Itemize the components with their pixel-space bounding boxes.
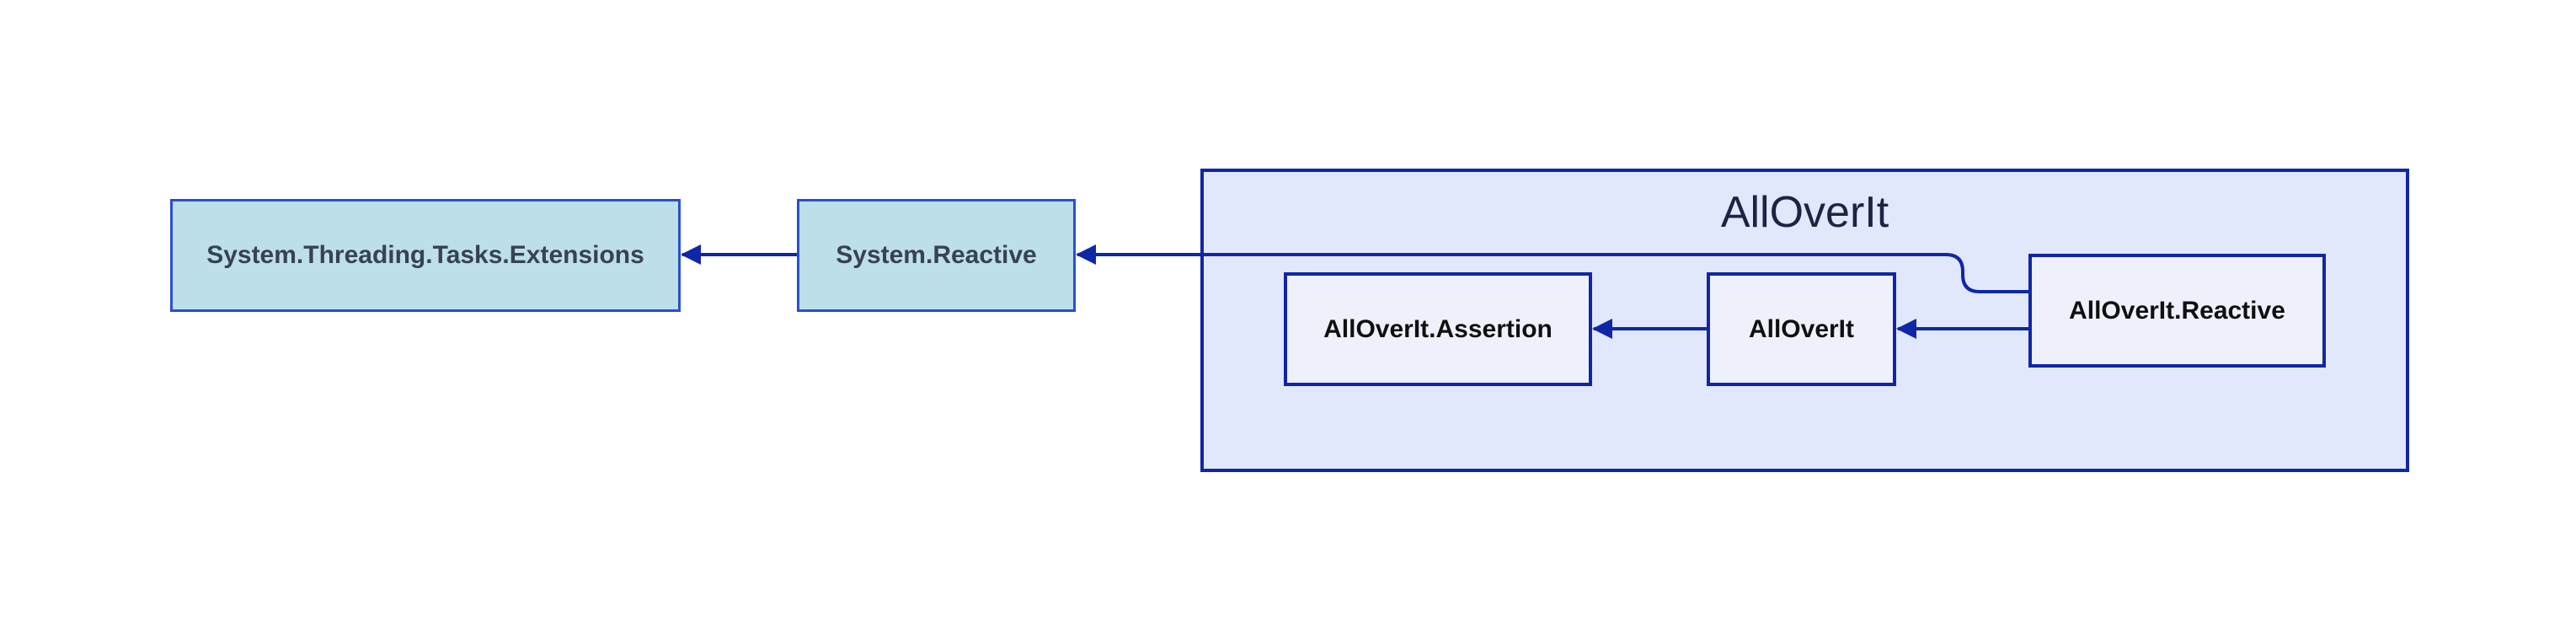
node-system-threading-tasks-extensions[interactable]: System.Threading.Tasks.Extensions — [170, 199, 681, 312]
group-title: AllOverIt — [1720, 188, 1889, 237]
edge-allover-it-reactive-to-system-reactive — [1076, 244, 2028, 293]
node-allover-it-assertion[interactable]: AllOverIt.Assertion — [1284, 272, 1592, 386]
node-allover-it[interactable]: AllOverIt — [1707, 272, 1896, 386]
node-allover-it-reactive[interactable]: AllOverIt.Reactive — [2028, 254, 2326, 368]
node-system-reactive[interactable]: System.Reactive — [797, 199, 1076, 312]
